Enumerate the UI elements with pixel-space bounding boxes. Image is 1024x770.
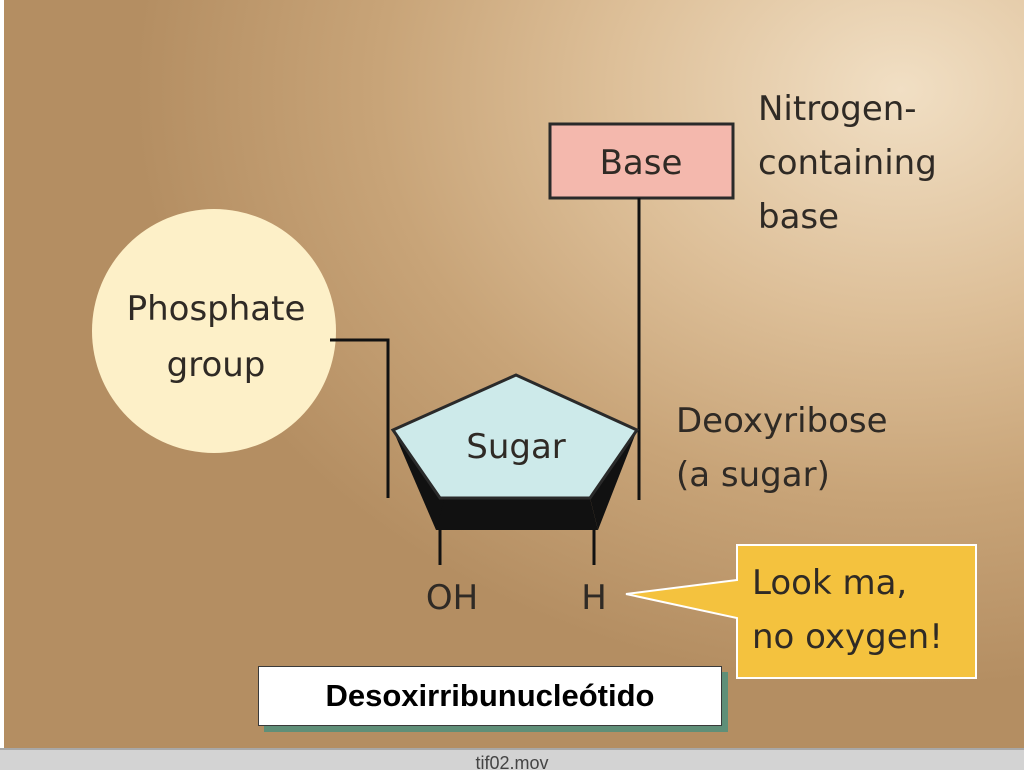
oh-label: OH [426,578,478,618]
callout-bubble [625,544,977,679]
sugar-ring-right-edge [590,430,637,530]
sugar-description-line-1: Deoxyribose [676,401,888,441]
sugar-description-line-2: (a sugar) [676,455,830,495]
phosphate-sugar-bond [330,338,390,498]
base-description-line-2: containing [758,143,937,183]
sugar-label: Sugar [466,427,566,467]
callout-line-1: Look ma, [752,563,907,603]
footer-filename: tif02.mov [475,753,549,770]
base-box [548,122,735,200]
caption-box: Desoxirribunucleótido [258,666,722,726]
phosphate-circle [92,209,336,453]
base-description-line-3: base [758,197,839,237]
footer-bar: tif02.mov [0,748,1024,770]
caption-text: Desoxirribunucleótido [325,678,655,713]
sugar-ring-front-edge [436,498,598,530]
phosphate-label-line-1: Phosphate [127,289,306,329]
callout-line-2: no oxygen! [752,617,943,657]
sugar-ring [390,373,640,500]
base-box-label: Base [600,143,683,183]
slide-background: Base Nitrogen- containing base Phosphate… [0,0,1024,748]
sugar-ring-left-edge [393,430,444,530]
nucleotide-diagram: Base Nitrogen- containing base Phosphate… [92,89,977,679]
h-label: H [581,578,607,618]
base-description-line-1: Nitrogen- [758,89,917,129]
phosphate-label-line-2: group [167,345,266,385]
